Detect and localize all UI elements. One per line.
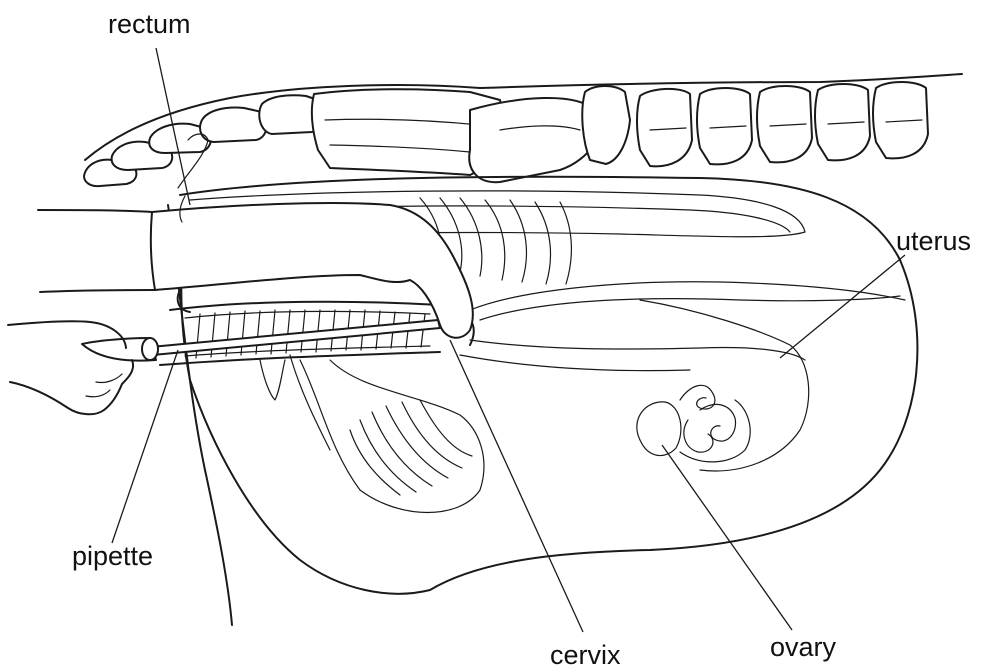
holding-hand bbox=[8, 321, 133, 414]
ovary-structure bbox=[637, 385, 750, 462]
uterus-leader bbox=[780, 255, 905, 358]
spine bbox=[84, 74, 962, 186]
ovary-leader bbox=[662, 445, 792, 630]
label-cervix: cervix bbox=[550, 640, 621, 670]
label-rectum: rectum bbox=[108, 9, 191, 39]
cervix-leader bbox=[450, 340, 583, 632]
pipette-leader bbox=[112, 350, 178, 543]
label-ovary: ovary bbox=[770, 632, 837, 662]
label-pipette: pipette bbox=[72, 541, 153, 571]
label-uterus: uterus bbox=[896, 226, 971, 256]
